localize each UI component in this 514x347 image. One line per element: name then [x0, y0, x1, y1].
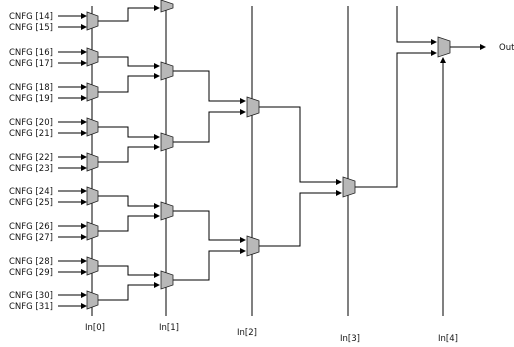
stage0-muxes	[86, 11, 99, 310]
input-label: CNFG [14]	[9, 12, 53, 22]
stage1-muxes	[160, 0, 174, 290]
mux	[160, 201, 174, 221]
mux	[86, 117, 99, 137]
mux	[246, 96, 260, 118]
stage1-wires	[98, 5, 160, 301]
input-labels: CNFG [14] CNFG [15] CNFG [16] CNFG [17] …	[9, 12, 53, 312]
input-label: CNFG [25]	[9, 198, 53, 208]
output: Out	[450, 43, 514, 53]
input-label: CNFG [15]	[9, 23, 53, 33]
input-label: CNFG [22]	[9, 153, 53, 163]
mux	[86, 186, 99, 206]
mux	[86, 11, 99, 31]
input-label: CNFG [18]	[9, 83, 53, 93]
input-label: CNFG [30]	[9, 291, 53, 301]
mux	[86, 82, 99, 102]
input-label: CNFG [16]	[9, 48, 53, 58]
mux	[160, 132, 174, 152]
select-lines	[91, 6, 446, 316]
mux	[86, 256, 99, 276]
input-label: CNFG [28]	[9, 257, 53, 267]
stage2-wires	[173, 70, 246, 281]
input-label: CNFG [19]	[9, 94, 53, 104]
output-label: Out	[499, 43, 514, 53]
select-label: In[0]	[85, 323, 105, 333]
select-label: In[1]	[159, 323, 179, 333]
input-label: CNFG [26]	[9, 222, 53, 232]
stage4-wires	[355, 6, 437, 188]
mux	[437, 36, 451, 58]
input-label: CNFG [31]	[9, 302, 53, 312]
stage3-wires	[259, 106, 342, 247]
input-label: CNFG [24]	[9, 187, 53, 197]
input-label: CNFG [21]	[9, 129, 53, 139]
input-label: CNFG [23]	[9, 164, 53, 174]
mux	[246, 235, 260, 257]
mux	[160, 61, 174, 81]
mux	[86, 221, 99, 241]
mux	[86, 290, 99, 310]
select-label: In[3]	[340, 334, 360, 344]
input-label: CNFG [17]	[9, 59, 53, 69]
input-label: CNFG [20]	[9, 118, 53, 128]
input-arrows	[58, 13, 87, 309]
stage4-muxes	[437, 36, 451, 58]
select-label: In[4]	[438, 334, 458, 344]
stage2-muxes	[246, 96, 260, 257]
input-label: CNFG [27]	[9, 233, 53, 243]
mux	[86, 47, 99, 67]
select-labels: In[0] In[1] In[2] In[3] In[4]	[85, 323, 458, 344]
stage3-muxes	[342, 176, 356, 198]
mux	[160, 270, 174, 290]
select-label: In[2]	[237, 328, 257, 338]
mux	[86, 152, 99, 172]
input-label: CNFG [29]	[9, 268, 53, 278]
mux	[342, 176, 356, 198]
mux	[160, 0, 174, 13]
